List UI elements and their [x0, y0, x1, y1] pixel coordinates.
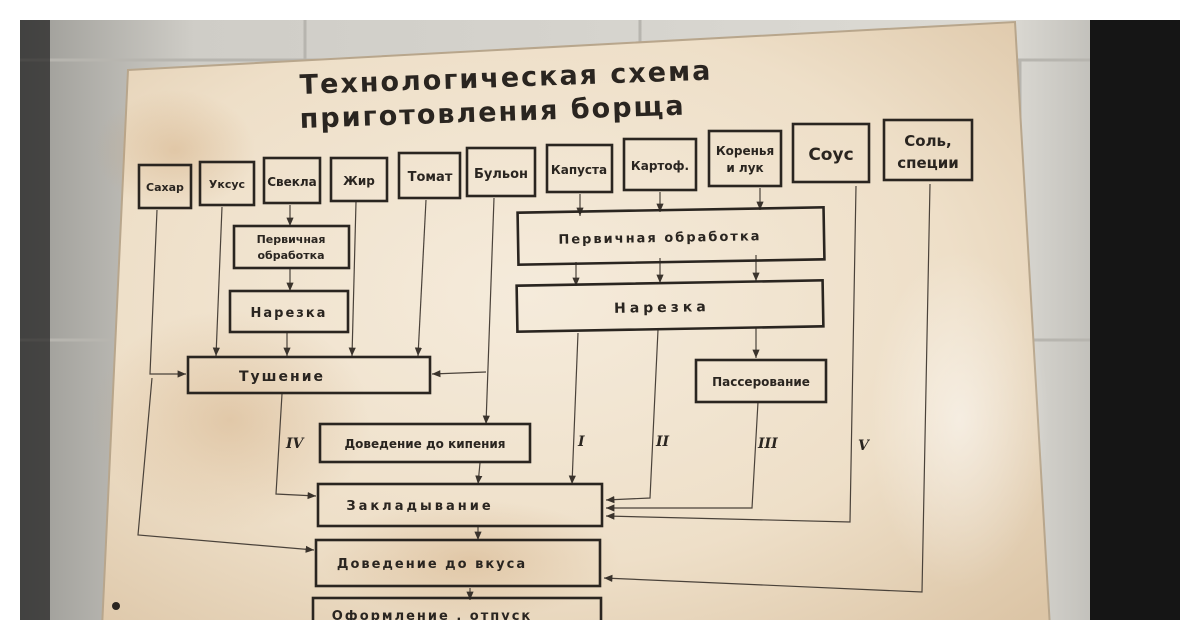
mark-i: I: [577, 434, 585, 450]
ingredient-cabbage: Капуста: [545, 143, 614, 194]
mark-iii: III: [757, 436, 778, 452]
ingredient-beet: Свекла: [262, 156, 322, 205]
ingredient-sauce-label: Соус: [808, 145, 853, 165]
ingredient-roots-label-line-2: и лук: [726, 161, 763, 175]
step-bring-to-boil: Доведение до кипения: [318, 422, 532, 464]
step-beet-prep-line-1: Первичная: [257, 233, 326, 246]
step-loading-label: Закладывание: [346, 499, 493, 514]
step-veg-prep-label: Первичная обработка: [558, 229, 761, 248]
ingredient-row: Сахар Уксус Свекла Жир Томат Бульон Капу…: [137, 118, 974, 210]
ingredient-sugar-label: Сахар: [146, 181, 184, 194]
step-stewing-label: Тушение: [239, 369, 325, 385]
ingredient-broth: Бульон: [465, 146, 537, 198]
step-stewing: Тушение: [186, 355, 432, 395]
step-beet-prep-line-2: обработка: [257, 249, 324, 262]
ingredient-tomato-label: Томат: [408, 170, 453, 185]
ingredient-sugar: Сахар: [137, 163, 193, 210]
mark-v: V: [858, 438, 871, 454]
step-sauteing-label: Пассерование: [712, 375, 810, 389]
ingredient-beet-label: Свекла: [267, 175, 317, 189]
ingredient-potato: Картоф.: [622, 137, 698, 192]
ingredient-potato-label: Картоф.: [631, 159, 689, 173]
ingredient-roots-label-line-1: Коренья: [716, 144, 774, 158]
flow-connectors: [137, 183, 931, 600]
ingredient-cabbage-label: Капуста: [551, 163, 607, 177]
ingredient-broth-label: Бульон: [474, 167, 528, 182]
ingredient-vinegar: Уксус: [198, 160, 256, 207]
step-loading: Закладывание: [316, 482, 604, 528]
roman-marks: IV I II III V: [285, 434, 871, 454]
step-veg-primary-processing: Первичная обработка: [516, 206, 826, 266]
ingredient-fat-label: Жир: [343, 174, 375, 188]
step-boil-label: Доведение до кипения: [344, 437, 505, 451]
step-taste-label: Доведение до вкуса: [337, 557, 527, 572]
step-sauteing: Пассерование: [694, 358, 828, 404]
step-veg-cut-label: Нарезка: [614, 299, 710, 317]
step-bring-to-taste: Доведение до вкуса: [314, 538, 602, 588]
step-beet-cutting: Нарезка: [228, 289, 350, 334]
ingredient-fat: Жир: [329, 156, 389, 203]
ingredient-vinegar-label: Уксус: [209, 178, 245, 191]
ingredient-roots-onion: Коренья и лук: [707, 129, 783, 188]
step-beet-primary-processing: Первичная обработка: [232, 224, 351, 270]
recipe-board: [90, 20, 1052, 628]
step-veg-cutting: Нарезка: [515, 279, 825, 333]
mark-iv: IV: [285, 436, 306, 452]
ingredient-tomato: Томат: [397, 151, 462, 200]
ingredient-sauce: Соус: [791, 122, 871, 184]
step-beet-cut-label: Нарезка: [251, 306, 328, 321]
ingredient-salt-spices: Соль, специи: [882, 118, 974, 182]
ingredient-salt-label-line-2: специи: [897, 154, 959, 172]
mark-ii: II: [655, 434, 670, 450]
ingredient-salt-label-line-1: Соль,: [904, 132, 951, 150]
